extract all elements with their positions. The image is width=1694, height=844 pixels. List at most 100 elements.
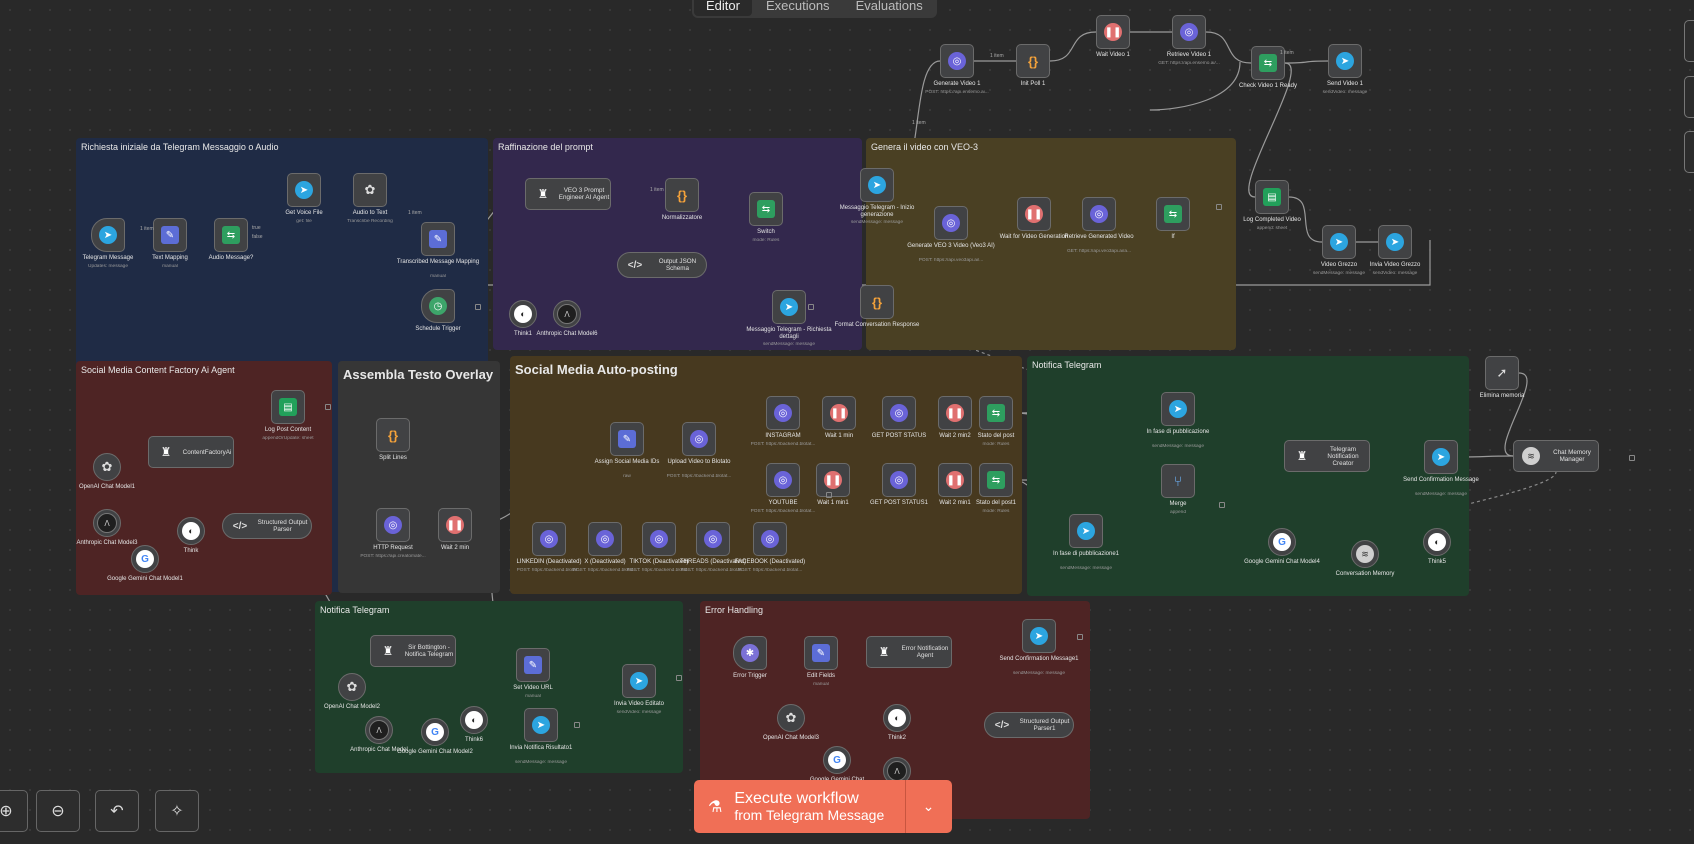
- node-set-video-url[interactable]: ✎: [516, 648, 550, 682]
- node-threads-deactivated[interactable]: ◎: [696, 522, 730, 556]
- connection[interactable]: [1149, 61, 1241, 111]
- node-if[interactable]: ⇆: [1156, 197, 1190, 231]
- node-in-fase-di-pubblicazione[interactable]: ➤: [1161, 392, 1195, 426]
- node-in-fase-di-pubblicazione1[interactable]: ➤: [1069, 514, 1103, 548]
- node-messaggio-telegram-richiesta-dettagli[interactable]: ➤: [772, 290, 806, 324]
- sticky-note-raffinazione-del-prompt[interactable]: Raffinazione del prompt: [493, 138, 862, 350]
- tab-executions[interactable]: Executions: [765, 0, 830, 13]
- add-node-handle[interactable]: [325, 404, 331, 410]
- side-panel-button[interactable]: [1684, 20, 1694, 62]
- node-send-confirmation-message[interactable]: ➤: [1424, 440, 1458, 474]
- node-openai-chat-model2[interactable]: ✿: [338, 673, 366, 701]
- node-video-grezzo[interactable]: ➤: [1322, 225, 1356, 259]
- node-wait-video-1[interactable]: ❚❚: [1096, 15, 1130, 49]
- side-panel-button[interactable]: [1684, 76, 1694, 118]
- node-error-trigger[interactable]: ✱: [733, 636, 767, 670]
- tab-editor[interactable]: Editor: [694, 0, 752, 16]
- node-anthropic-chat-model6[interactable]: Λ: [553, 300, 581, 328]
- node-telegram-message[interactable]: ➤: [91, 218, 125, 252]
- node-invia-video-grezzo[interactable]: ➤: [1378, 225, 1412, 259]
- execute-options-dropdown[interactable]: ⌄: [906, 798, 951, 815]
- node-youtube[interactable]: ◎: [766, 463, 800, 497]
- tidy-up-button[interactable]: ✧: [155, 790, 199, 832]
- node-upload-video-to-blotato[interactable]: ◎: [682, 422, 716, 456]
- node-chat-memory-manager[interactable]: ≋Chat Memory Manager: [1513, 440, 1599, 472]
- connection[interactable]: [1049, 31, 1097, 62]
- node-linkedin-deactivated[interactable]: ◎: [532, 522, 566, 556]
- add-node-handle[interactable]: [808, 304, 814, 310]
- node-invia-video-editato[interactable]: ➤: [622, 664, 656, 698]
- connection[interactable]: [1205, 31, 1252, 64]
- node-text-mapping[interactable]: ✎: [153, 218, 187, 252]
- node-schedule-trigger[interactable]: ◷: [421, 289, 455, 323]
- side-panel-button[interactable]: [1684, 131, 1694, 173]
- node-contentfactoryai[interactable]: ♜ContentFactoryAi: [148, 436, 234, 468]
- node-think[interactable]: ◐: [177, 517, 205, 545]
- add-node-handle[interactable]: [676, 675, 682, 681]
- node-wait-2-min[interactable]: ❚❚: [438, 508, 472, 542]
- node-google-gemini-chat-model2[interactable]: G: [421, 718, 449, 746]
- node-telegram-notification-creator[interactable]: ♜Telegram Notification Creator: [1284, 440, 1370, 472]
- add-node-handle[interactable]: [826, 492, 832, 498]
- node-get-voice-file[interactable]: ➤: [287, 173, 321, 207]
- sticky-note-notifica-telegram[interactable]: Notifica Telegram: [1027, 356, 1469, 596]
- node-wait-1-min1[interactable]: ❚❚: [816, 463, 850, 497]
- node-anthropic-chat-model[interactable]: Λ: [365, 716, 393, 744]
- add-node-handle[interactable]: [1077, 634, 1083, 640]
- add-node-handle[interactable]: [475, 304, 481, 310]
- node-format-conversation-response[interactable]: {}: [860, 285, 894, 319]
- node-send-confirmation-message1[interactable]: ➤: [1022, 619, 1056, 653]
- node-log-post-content[interactable]: ▤: [271, 390, 305, 424]
- node-retrieve-video-1[interactable]: ◎: [1172, 15, 1206, 49]
- node-init-poll-1[interactable]: {}: [1016, 44, 1050, 78]
- node-audio-message[interactable]: ⇆: [214, 218, 248, 252]
- node-wait-1-min[interactable]: ❚❚: [822, 396, 856, 430]
- node-transcribed-message-mapping[interactable]: ✎: [421, 222, 455, 256]
- node-normalizzatore[interactable]: {}: [665, 178, 699, 212]
- node-wait-for-video-generation[interactable]: ❚❚: [1017, 197, 1051, 231]
- add-node-handle[interactable]: [1219, 502, 1225, 508]
- node-openai-chat-model3[interactable]: ✿: [777, 704, 805, 732]
- add-node-handle[interactable]: [574, 722, 580, 728]
- node-google-gemini-chat-model4[interactable]: G: [1268, 528, 1296, 556]
- tab-evaluations[interactable]: Evaluations: [855, 0, 923, 13]
- node-edit-fields[interactable]: ✎: [804, 636, 838, 670]
- node-get-post-status[interactable]: ◎: [882, 396, 916, 430]
- node-think2[interactable]: ◐: [883, 704, 911, 732]
- zoom-out-button[interactable]: ⊖: [36, 790, 80, 832]
- sticky-note-notifica-telegram[interactable]: Notifica Telegram: [315, 601, 683, 773]
- node-merge[interactable]: ⑂: [1161, 464, 1195, 498]
- sticky-note-genera-il-video-con-veo-3[interactable]: Genera il video con VEO-3: [866, 138, 1236, 350]
- node-instagram[interactable]: ◎: [766, 396, 800, 430]
- node-think6[interactable]: ◐: [460, 706, 488, 734]
- node-google-gemini-chat[interactable]: G: [823, 746, 851, 774]
- node-retrieve-generated-video[interactable]: ◎: [1082, 197, 1116, 231]
- node-check-video-1-ready[interactable]: ⇆: [1251, 46, 1285, 80]
- node-x-deactivated[interactable]: ◎: [588, 522, 622, 556]
- node-log-completed-video[interactable]: ▤: [1255, 180, 1289, 214]
- add-node-handle[interactable]: [1629, 455, 1635, 461]
- node-split-lines[interactable]: {}: [376, 418, 410, 452]
- node-http-request[interactable]: ◎: [376, 508, 410, 542]
- node-structured-output-parser1[interactable]: </>Structured Output Parser1: [984, 712, 1074, 738]
- connection[interactable]: [1248, 62, 1292, 198]
- execute-workflow-button[interactable]: ⚗ Execute workflow from Telegram Message…: [694, 780, 952, 833]
- connection[interactable]: [1288, 196, 1323, 243]
- node-google-gemini-chat-model1[interactable]: G: [131, 545, 159, 573]
- node-invia-notifica-risultato1[interactable]: ➤: [524, 708, 558, 742]
- node-elimina-memoria[interactable]: ➚: [1485, 356, 1519, 390]
- undo-button[interactable]: ↶: [95, 790, 139, 832]
- node-stato-del-post1[interactable]: ⇆: [979, 463, 1013, 497]
- node-think1[interactable]: ◐: [509, 300, 537, 328]
- node-anthropic-chat-model3[interactable]: Λ: [93, 509, 121, 537]
- node-veo-3-prompt-engineer-ai-agent[interactable]: ♜VEO 3 Prompt Engineer AI Agent: [525, 178, 611, 210]
- execute-main[interactable]: ⚗ Execute workflow from Telegram Message: [694, 780, 906, 833]
- node-structured-output-parser[interactable]: </>Structured Output Parser: [222, 513, 312, 539]
- sticky-note-assembla-testo-overlay[interactable]: Assembla Testo Overlay: [338, 361, 500, 593]
- add-node-handle[interactable]: [1216, 204, 1222, 210]
- node-messaggio-telegram-inizio-generazione[interactable]: ➤: [860, 168, 894, 202]
- node-facebook-deactivated[interactable]: ◎: [753, 522, 787, 556]
- node-assign-social-media-ids[interactable]: ✎: [610, 422, 644, 456]
- node-sir-bottington-notifica-telegram[interactable]: ♜Sir Bottington - Notifica Telegram: [370, 635, 456, 667]
